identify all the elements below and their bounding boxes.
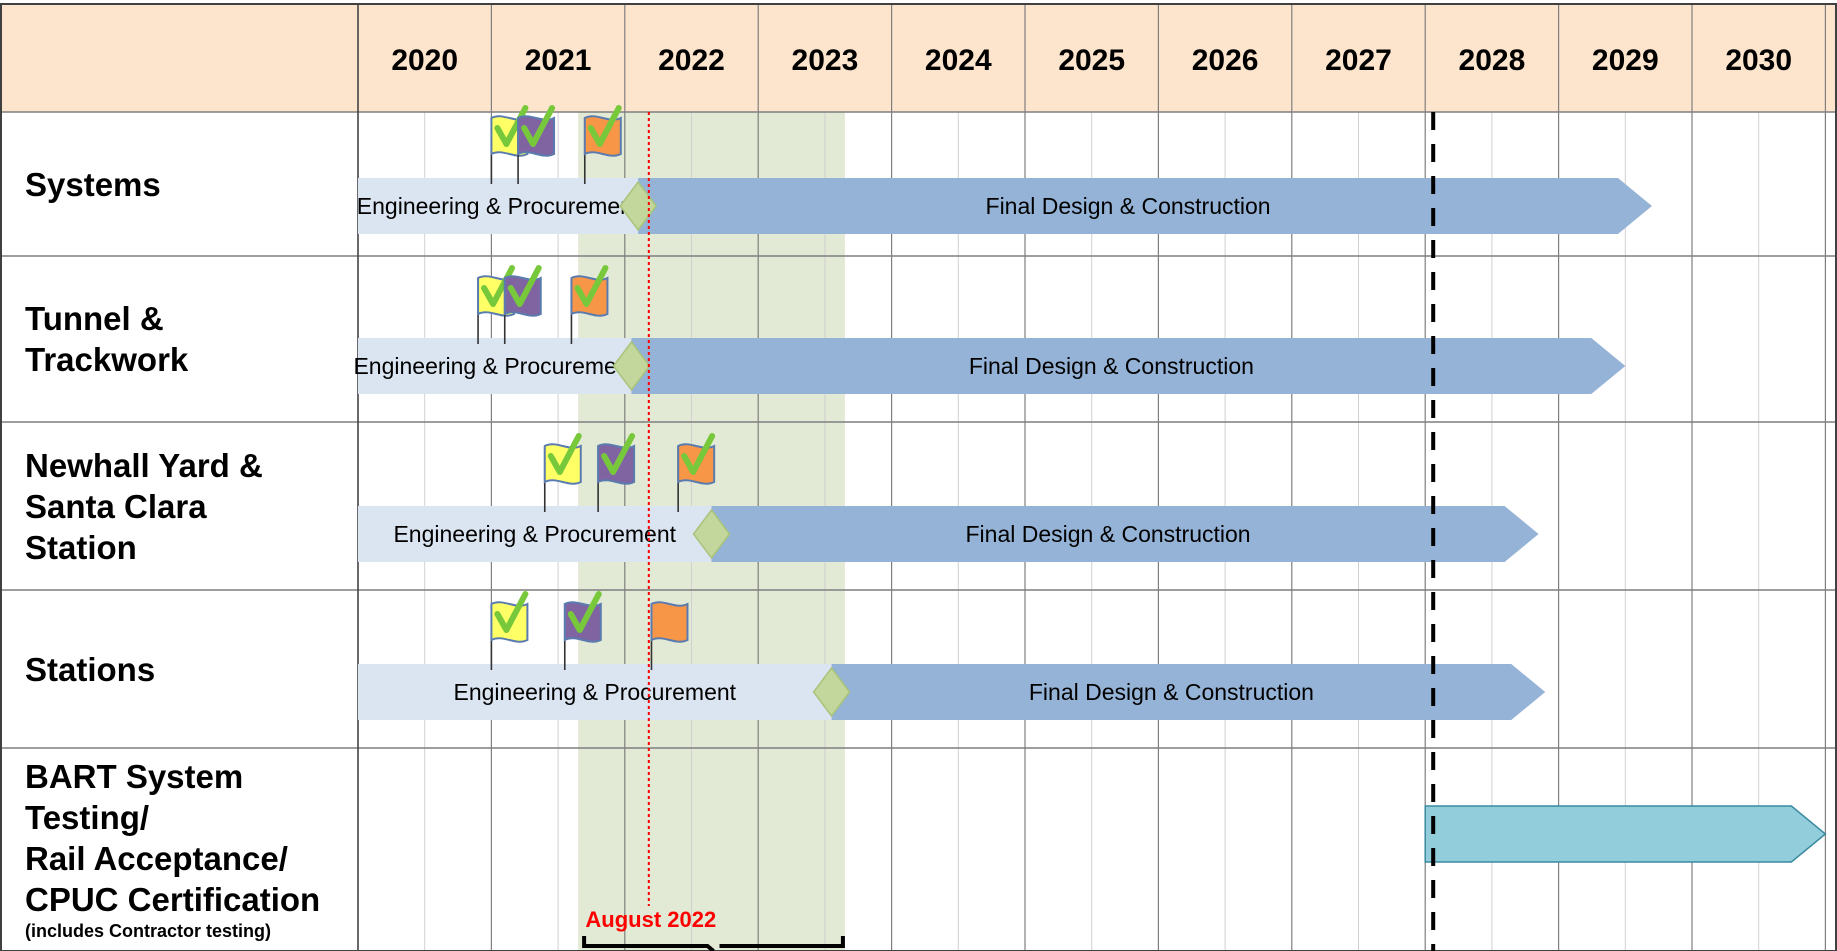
row-label-note: (includes Contractor testing) [25,921,272,941]
row-label: Systems [25,164,161,205]
yellow-flag-icon [543,433,582,512]
header-background [0,4,1837,112]
orange-flag-icon [677,433,716,512]
engineering-bar-label: Engineering & Procurement [454,679,737,705]
year-label: 2030 [1725,44,1792,77]
construction-bar [631,338,1626,394]
row-label: Tunnel & Trackwork [25,298,188,380]
construction-bar [638,178,1652,234]
year-label: 2029 [1592,44,1659,77]
row-label-line: Systems [25,165,161,203]
purple-flag-icon [517,105,556,184]
engineering-bar [358,506,732,562]
construction-bar-label: Final Design & Construction [1029,679,1314,705]
flag-cloth [650,601,689,643]
engineering-bar-label: Engineering & Procurement [393,521,676,547]
purple-flag-icon [563,591,602,670]
engineering-bar-label: Engineering & Procurement [357,193,640,219]
engineering-bar [358,338,652,394]
check-icon [601,433,636,475]
row-label-line: Santa Clara [25,487,207,525]
check-icon [521,105,556,147]
construction-bar [831,664,1546,720]
engineering-bar-label: Engineering & Procurement [353,353,636,379]
current-date-label: August 2022 [585,907,716,932]
orange-flag-icon [570,265,609,344]
row-label-line: Trackwork [25,341,189,378]
row-label-line: Testing/ [25,799,150,836]
check-icon [587,105,622,147]
orange-flag-icon [583,105,622,184]
row-label-line: Station [25,528,137,566]
testing-bar [1424,805,1827,863]
row-label-line: Newhall Yard & [25,446,263,484]
window-bracket [582,936,845,951]
row-label-line: Rail Acceptance/ [25,840,288,877]
year-label: 2023 [792,44,859,77]
year-label: 2021 [525,44,592,77]
purple-flag-icon [597,433,636,512]
construction-bar-label: Final Design & Construction [986,193,1271,219]
year-label: 2027 [1325,44,1392,77]
orange-flag-icon [650,601,689,670]
year-label: 2024 [925,44,992,77]
row-label-line: Tunnel & [25,300,164,337]
milestone-diamond [619,180,658,232]
row-label-line: BART System [25,758,244,795]
row-label-line: Stations [25,650,156,688]
check-icon [567,591,602,633]
milestone-diamond [692,508,731,560]
row-label-line: CPUC Certification [25,881,321,918]
row-label: Stations [25,649,155,690]
milestone-diamond [612,340,651,392]
construction-bar-label: Final Design & Construction [969,353,1254,379]
check-icon [507,265,542,307]
check-icon [494,591,529,633]
purple-flag-icon [503,265,542,344]
engineering-bar [358,178,659,234]
year-label: 2025 [1058,44,1125,77]
year-label: 2026 [1192,44,1259,77]
construction-bar [711,506,1539,562]
check-icon [574,265,609,307]
year-label: 2028 [1459,44,1526,77]
check-icon [547,433,582,475]
engineering-bar [358,664,852,720]
table-border [0,3,1837,951]
yellow-flag-icon [490,591,529,670]
milestone-diamond [812,666,851,718]
check-icon [681,433,716,475]
year-label: 2020 [391,44,458,77]
construction-bar-label: Final Design & Construction [966,521,1251,547]
year-label: 2022 [658,44,725,77]
